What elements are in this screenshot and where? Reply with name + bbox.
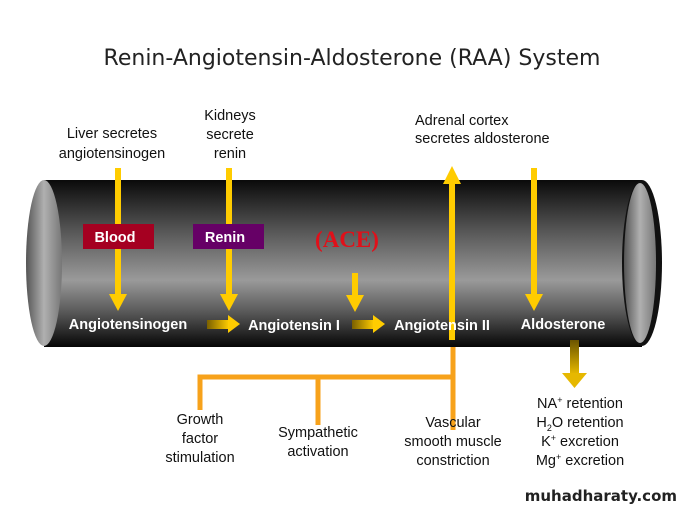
conversion-arrow-1-icon: [207, 315, 240, 333]
ace-arrow-icon: [346, 273, 364, 312]
molecule-angiotensin-1: Angiotensin I: [248, 318, 340, 334]
aldosterone-effects-list: NA+ retention H2O retention K+ excretion…: [536, 395, 624, 469]
effect-mg-excretion: Mg+ excretion: [536, 452, 624, 469]
effect-na-retention: NA+ retention: [537, 395, 623, 412]
watermark: muhadharaty.com: [525, 487, 677, 505]
molecule-angiotensin-2: Angiotensin II: [394, 318, 490, 334]
molecule-aldosterone: Aldosterone: [521, 317, 606, 333]
renin-box: Renin: [193, 224, 264, 249]
svg-text:Renin: Renin: [205, 230, 245, 246]
ace-label: (ACE): [315, 227, 379, 252]
blood-box: Blood: [83, 224, 154, 249]
blood-vessel-cylinder: [26, 180, 662, 347]
aldosterone-down-arrow-icon: [525, 168, 543, 311]
adrenal-up-arrow-icon: [443, 166, 461, 340]
molecule-angiotensinogen: Angiotensinogen: [69, 317, 187, 333]
svg-text:Blood: Blood: [94, 230, 135, 246]
page-title: Renin-Angiotensin-Aldosterone (RAA) Syst…: [104, 46, 601, 71]
conversion-arrow-2-icon: [352, 315, 385, 333]
effect-k-excretion: K+ excretion: [541, 433, 619, 450]
aldosterone-effect-arrow-icon: [562, 340, 587, 388]
effect-h2o-retention: H2O retention: [536, 415, 623, 433]
angiotensin-2-effect-branches: [197, 347, 456, 430]
